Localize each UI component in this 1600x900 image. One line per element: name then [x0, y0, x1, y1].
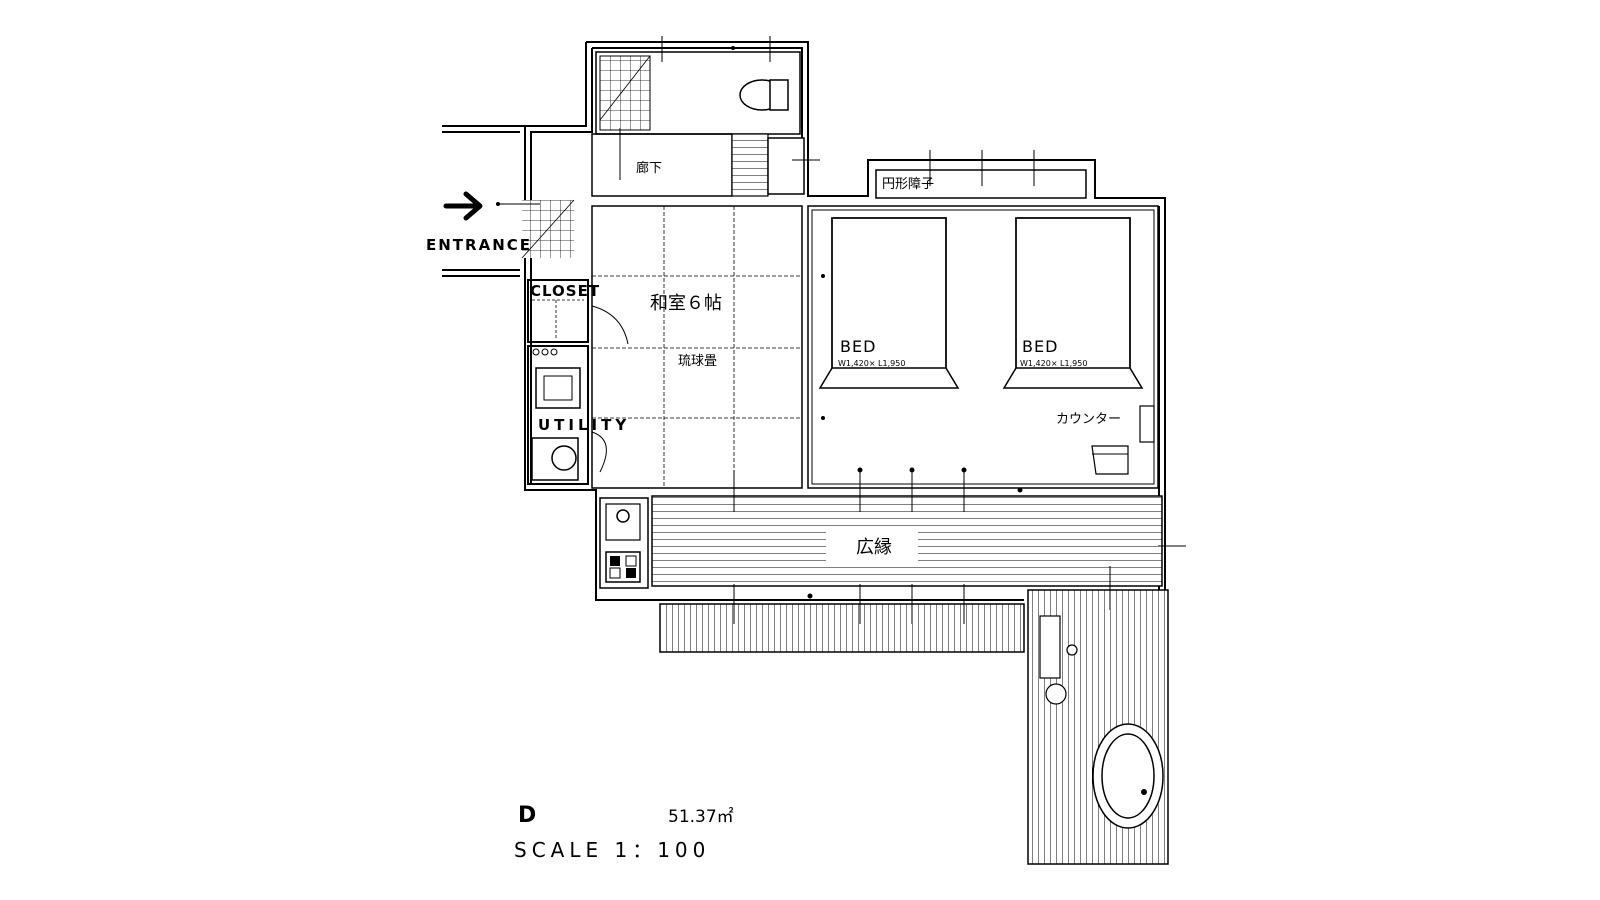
wc-room	[595, 36, 801, 135]
hiroen-label: 広縁	[856, 537, 892, 558]
entrance: ENTRANCE	[426, 191, 575, 259]
bed-2-size: W1,420× L1,950	[1020, 359, 1087, 368]
hiroen: 広縁	[599, 495, 1163, 589]
washitsu-room: 和室６帖 琉球畳	[591, 205, 825, 489]
chair-icon	[1091, 445, 1129, 475]
unit-type: D	[518, 803, 536, 828]
bedroom: BED W1,420× L1,950 BED W1,420× L1,950 カウ…	[807, 205, 1159, 489]
bed-1: BED W1,420× L1,950	[818, 217, 960, 389]
utility-label: UTILITY	[538, 416, 630, 434]
entrance-arrow-icon	[443, 191, 483, 221]
round-shoji-label: 円形障子	[882, 177, 934, 192]
round-shoji: 円形障子	[875, 150, 1087, 199]
counter: カウンター	[1056, 405, 1155, 475]
drawing-scale: SCALE 1：100	[514, 838, 710, 862]
bed-1-label: BED	[840, 337, 876, 356]
bed-1-size: W1,420× L1,950	[838, 359, 905, 368]
entrance-label: ENTRANCE	[426, 236, 532, 254]
washitsu-label: 和室６帖	[650, 293, 722, 314]
closet: CLOSET	[527, 279, 629, 345]
ryukyu-tatami-label: 琉球畳	[678, 354, 717, 369]
bath-deck	[1027, 589, 1169, 865]
closet-label: CLOSET	[530, 282, 600, 300]
floor-area: 51.37㎡	[668, 807, 734, 827]
dimension-ticks	[733, 467, 1186, 624]
hallway: 廊下	[591, 128, 820, 197]
counter-label: カウンター	[1056, 412, 1121, 427]
hallway-label: 廊下	[636, 160, 662, 176]
utility: UTILITY	[527, 345, 630, 485]
bed-2-label: BED	[1022, 337, 1058, 356]
terrace-deck	[659, 603, 1025, 653]
bed-2: BED W1,420× L1,950	[1002, 217, 1144, 389]
